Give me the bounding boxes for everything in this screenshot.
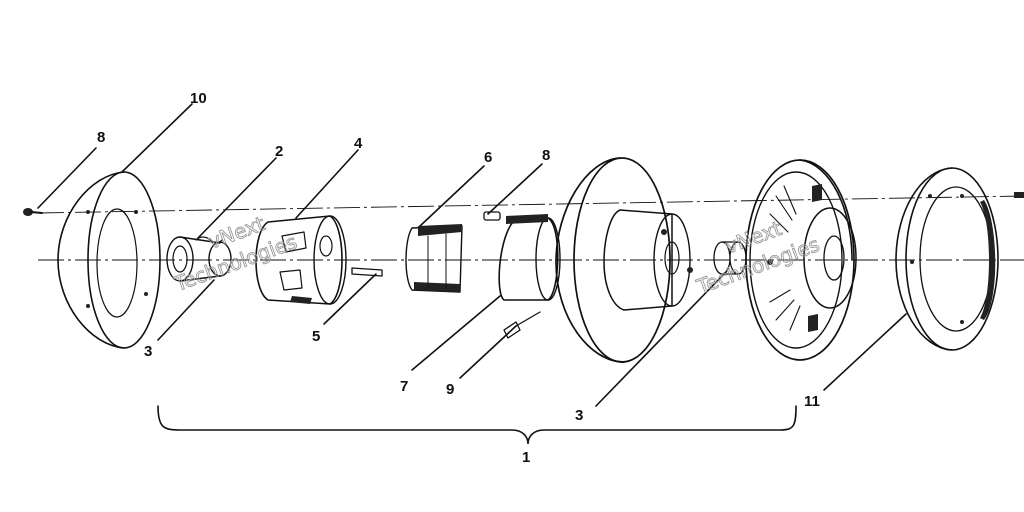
part-2-spring	[195, 236, 223, 244]
leader-lines	[37, 103, 907, 407]
bolt-right-edge	[1014, 192, 1024, 198]
callout-8-right: 8	[542, 147, 550, 164]
assembly-bracket	[157, 405, 797, 445]
callout-3-left: 3	[144, 343, 152, 360]
upper-bolt-axis	[37, 195, 1024, 214]
part-10-cover-plate	[57, 171, 161, 349]
callout-4: 4	[354, 135, 363, 152]
watermark-left: vNext Technologies	[170, 211, 301, 297]
callout-11: 11	[804, 393, 820, 410]
movable-sheave	[555, 157, 693, 363]
callout-10: 10	[190, 90, 207, 107]
callout-7: 7	[400, 378, 408, 395]
part-4-spider-hub	[255, 215, 347, 305]
watermark-right: vNext Technologies	[692, 216, 823, 300]
callout-1: 1	[522, 449, 530, 466]
callout-9: 9	[446, 381, 454, 398]
part-5-pin	[351, 267, 383, 277]
callout-6: 6	[484, 149, 492, 166]
callout-5: 5	[312, 328, 320, 345]
part-9-fitting	[503, 311, 541, 339]
part-8-bolt-left	[23, 208, 43, 216]
part-11-cap	[895, 167, 999, 351]
part-6-rollers	[405, 224, 463, 293]
part-8-pin-center	[483, 211, 501, 221]
fixed-sheave	[745, 159, 857, 361]
callout-2: 2	[275, 143, 283, 160]
part-7-sleeve	[498, 214, 561, 301]
callout-8-left: 8	[97, 129, 105, 146]
callout-3-right: 3	[575, 407, 583, 424]
